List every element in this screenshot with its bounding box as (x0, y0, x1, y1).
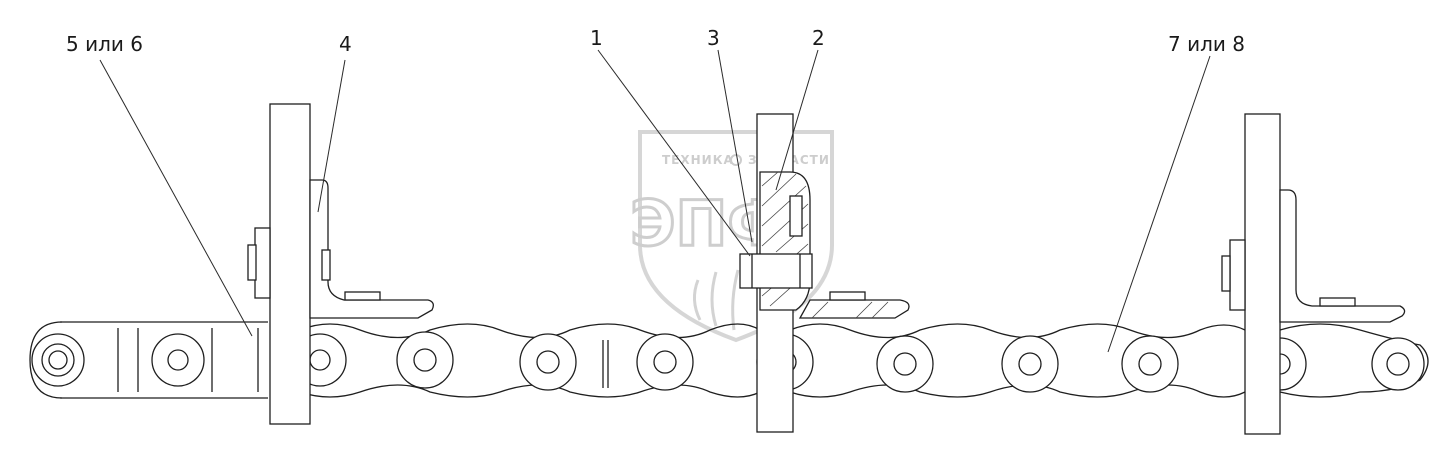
callout-2: 2 (812, 26, 825, 50)
scraper-center (739, 113, 910, 433)
chain-rollers (31, 331, 1425, 393)
scraper-right (1221, 113, 1406, 435)
callout-4: 4 (339, 32, 352, 56)
chain-body (29, 321, 1429, 399)
watermark-text-left: ТЕХНИКА (662, 153, 734, 167)
callout-labels: 5 или 6 4 1 3 2 7 или 8 (66, 26, 1245, 56)
watermark-gear-icon (730, 154, 742, 166)
callout-3: 3 (707, 26, 720, 50)
callout-7-or-8: 7 или 8 (1168, 32, 1245, 56)
callout-1: 1 (590, 26, 603, 50)
callout-5-or-6: 5 или 6 (66, 32, 143, 56)
watermark-wheat-icon (693, 269, 740, 331)
leader-lines (99, 49, 1211, 353)
scraper-left (247, 103, 434, 425)
